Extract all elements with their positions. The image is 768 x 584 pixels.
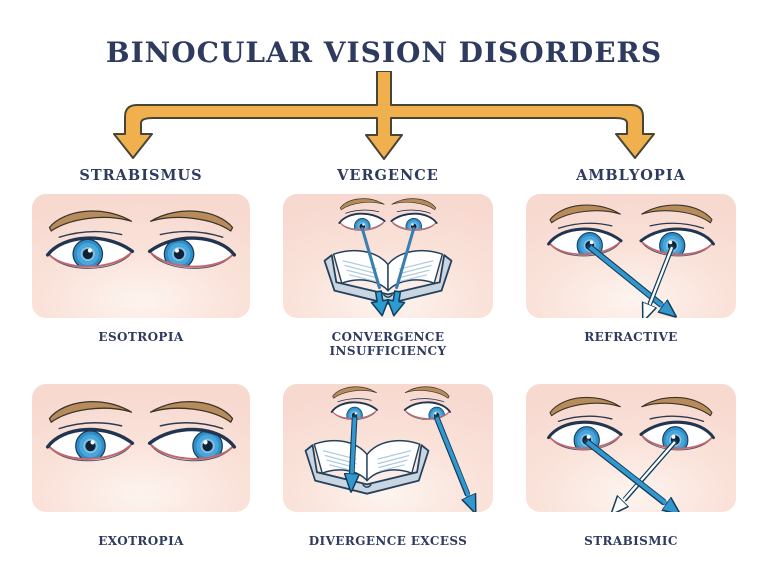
category-label-strabismus: STRABISMUS bbox=[79, 167, 203, 184]
page-title: BINOCULAR VISION DISORDERS bbox=[105, 36, 663, 69]
gaze-beams bbox=[360, 226, 416, 290]
caption-divergence-excess: DIVERGENCE EXCESS bbox=[308, 534, 468, 548]
left-eye bbox=[547, 204, 623, 258]
caption-refractive: REFRACTIVE bbox=[584, 330, 678, 344]
right-eye-turned-inward bbox=[147, 210, 237, 271]
open-book-icon bbox=[304, 439, 430, 495]
esotropia-illustration bbox=[45, 210, 237, 271]
panel-convergence-insufficiency bbox=[283, 194, 493, 318]
caption-convergence-insufficiency: CONVERGENCE INSUFFICIENCY bbox=[329, 330, 447, 358]
panel-strabismic bbox=[526, 384, 736, 512]
caption-row-2: EXOTROPIA DIVERGENCE EXCESS STRABISMIC bbox=[0, 522, 768, 548]
outline-gaze-arrow-icon bbox=[648, 244, 675, 308]
panel-exotropia bbox=[32, 384, 250, 512]
caption-strabismic: STRABISMIC bbox=[584, 534, 678, 548]
solid-gaze-arrow-icon bbox=[433, 414, 470, 500]
refractive-illustration bbox=[547, 204, 715, 318]
category-row: STRABISMUS VERGENCE AMBLYOPIA bbox=[0, 167, 768, 184]
solid-gaze-arrow-icon bbox=[352, 414, 355, 478]
category-label-amblyopia: AMBLYOPIA bbox=[576, 167, 686, 184]
exotropia-illustration bbox=[45, 400, 237, 463]
solid-gaze-arrow-icon bbox=[583, 438, 669, 506]
convergence-insufficiency-illustration bbox=[323, 198, 453, 318]
panel-row-1 bbox=[0, 194, 768, 318]
branch-arrow-icon bbox=[113, 71, 655, 160]
panel-refractive bbox=[526, 194, 736, 318]
caption-esotropia: ESOTROPIA bbox=[98, 330, 184, 344]
right-eye bbox=[639, 396, 716, 452]
left-eye bbox=[546, 396, 623, 452]
right-eye-turned-outward bbox=[403, 386, 452, 421]
left-eye bbox=[45, 210, 135, 271]
panel-row-2 bbox=[0, 384, 768, 512]
panel-divergence-excess bbox=[283, 384, 493, 512]
caption-row-1: ESOTROPIA CONVERGENCE INSUFFICIENCY REFR… bbox=[0, 318, 768, 358]
right-eye-turned-outward bbox=[147, 400, 237, 463]
category-label-vergence: VERGENCE bbox=[337, 167, 439, 184]
divergence-excess-illustration bbox=[304, 386, 493, 512]
caption-exotropia: EXOTROPIA bbox=[98, 534, 184, 548]
left-eye bbox=[45, 400, 135, 463]
outline-gaze-arrow-icon bbox=[621, 439, 678, 504]
strabismic-illustration bbox=[546, 396, 716, 512]
panel-esotropia bbox=[32, 194, 250, 318]
right-eye bbox=[639, 204, 715, 258]
open-book-icon bbox=[323, 249, 453, 305]
